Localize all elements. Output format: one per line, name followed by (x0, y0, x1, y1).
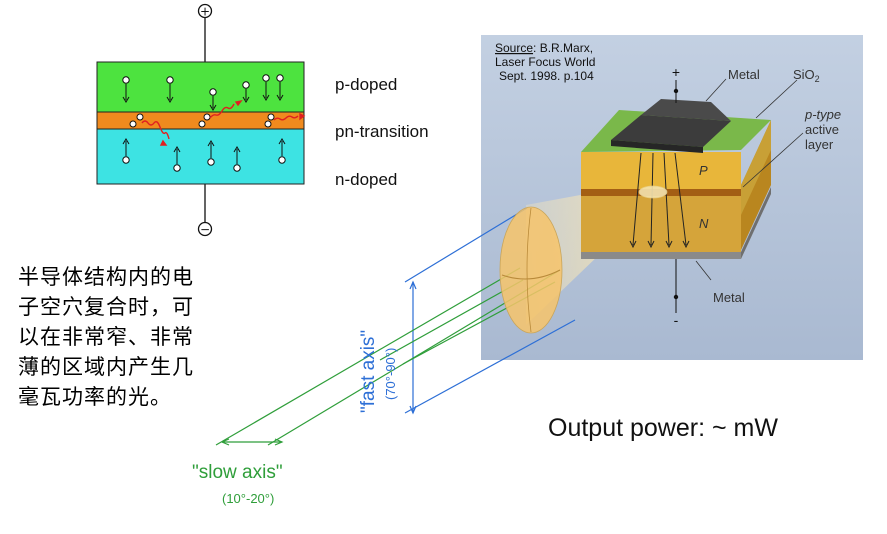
chinese-description: 半导体结构内的电 子空穴复合时，可 以在非常窄、非常 薄的区域内产生几 毫瓦功率… (18, 262, 248, 412)
photon-emission-group (141, 99, 306, 146)
fast-axis-label: "fast axis" (358, 330, 379, 413)
metal-bottom-label: Metal (713, 290, 745, 305)
chinese-line: 子空穴复合时，可 (18, 295, 194, 319)
chinese-line: 毫瓦功率的光。 (18, 385, 172, 409)
source-line-3: Sept. 1998. p.104 (499, 69, 594, 83)
chinese-line: 薄的区域内产生几 (18, 355, 194, 379)
photo-minus-sign: - (674, 312, 679, 328)
slow-axis-label: "slow axis" (192, 462, 283, 483)
svg-text:−: − (200, 223, 210, 237)
output-power-label: Output power: ~ mW (548, 414, 778, 442)
emission-spot (638, 185, 668, 199)
negative-terminal-icon: − (197, 221, 213, 237)
positive-terminal-icon: + (197, 3, 213, 19)
pn-junction-schematic: + − (96, 3, 306, 237)
ptype-label-2: active (805, 122, 839, 137)
fast-axis-range: (70°-90°) (383, 348, 398, 400)
n-doped-label: n-doped (335, 170, 398, 189)
current-arrows (629, 152, 690, 249)
electrons-group (122, 120, 286, 172)
p-doped-label: p-doped (335, 75, 398, 94)
n-doped-layer (96, 128, 305, 185)
photo-plus-sign: + (672, 64, 680, 80)
n-region-label: N (699, 216, 709, 231)
bottom-metal (581, 252, 741, 259)
fast-axis-lines (404, 207, 576, 415)
source-prefix: Source: B.R.Marx, (495, 41, 593, 55)
p-region-label: P (699, 163, 708, 178)
pn-transition-label: pn-transition (335, 122, 429, 141)
source-line-2: Laser Focus World (495, 55, 595, 69)
beam-cross-section (499, 206, 563, 334)
top-metal-contact (611, 115, 731, 147)
slow-axis-range: (10°-20°) (222, 491, 275, 506)
ptype-label-1: p-type (804, 107, 841, 122)
chinese-line: 半导体结构内的电 (18, 265, 194, 289)
sio2-label: SiO2 (793, 67, 820, 84)
svg-text:+: + (200, 5, 210, 19)
p-region-front (581, 152, 741, 189)
n-region-front (581, 196, 741, 252)
ptype-label-3: layer (805, 137, 834, 152)
metal-top-label: Metal (728, 67, 760, 82)
p-doped-layer (96, 61, 305, 113)
holes-group (122, 74, 284, 121)
chinese-line: 以在非常窄、非常 (18, 325, 194, 349)
